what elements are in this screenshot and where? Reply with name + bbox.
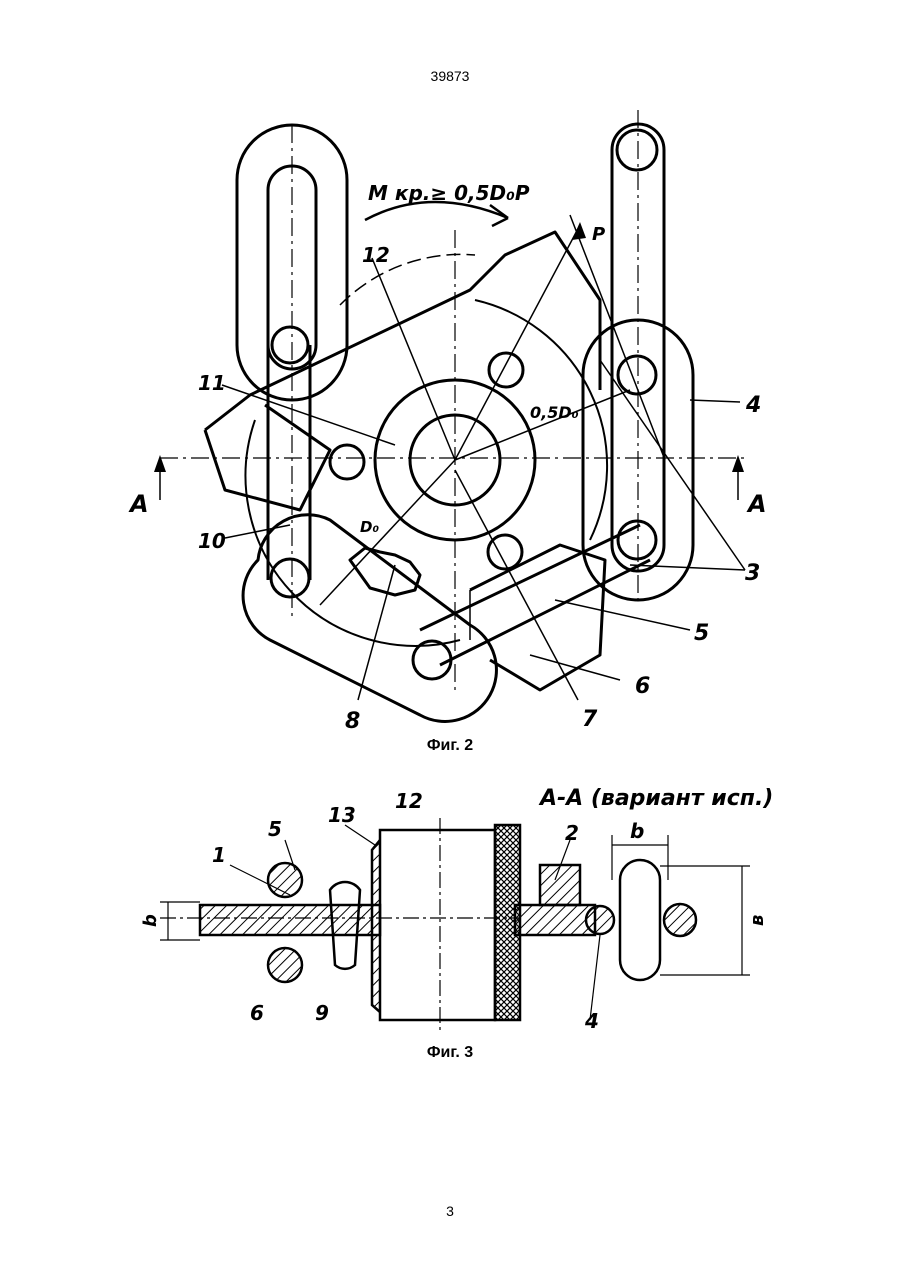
section-title: А-А (вариант исп.): [538, 786, 773, 811]
roller-6: [268, 948, 302, 982]
figure-3-drawing: А-А (вариант исп.) b b в 1 5 13 12 2 6 9…: [0, 0, 900, 1060]
sleeve-right-wall: [495, 825, 520, 1020]
figure-3-caption: Фиг. 3: [0, 1044, 900, 1062]
pin-4: [586, 906, 614, 934]
label-9: 9: [315, 1001, 329, 1025]
label-12: 12: [395, 789, 423, 813]
plate-right: [515, 905, 595, 935]
dim-label-b-left: b: [140, 914, 161, 927]
label-5: 5: [268, 817, 282, 841]
label-4: 4: [584, 1009, 599, 1033]
sleeve-left-wall: [372, 840, 380, 1012]
dim-label-h: в: [747, 915, 768, 926]
page-number: 3: [0, 1203, 900, 1219]
leader-4: [590, 935, 600, 1020]
label-1: 1: [212, 843, 226, 867]
label-6: 6: [250, 1001, 264, 1025]
sleeve-body: [380, 830, 495, 1020]
link-right-section: [620, 860, 660, 980]
plate-left: [200, 905, 380, 935]
label-2: 2: [565, 821, 579, 845]
body-2: [540, 865, 580, 905]
label-13: 13: [328, 803, 356, 827]
pin-right-section: [664, 904, 696, 936]
leader-13: [345, 825, 375, 845]
dim-label-b-top: b: [630, 819, 644, 843]
